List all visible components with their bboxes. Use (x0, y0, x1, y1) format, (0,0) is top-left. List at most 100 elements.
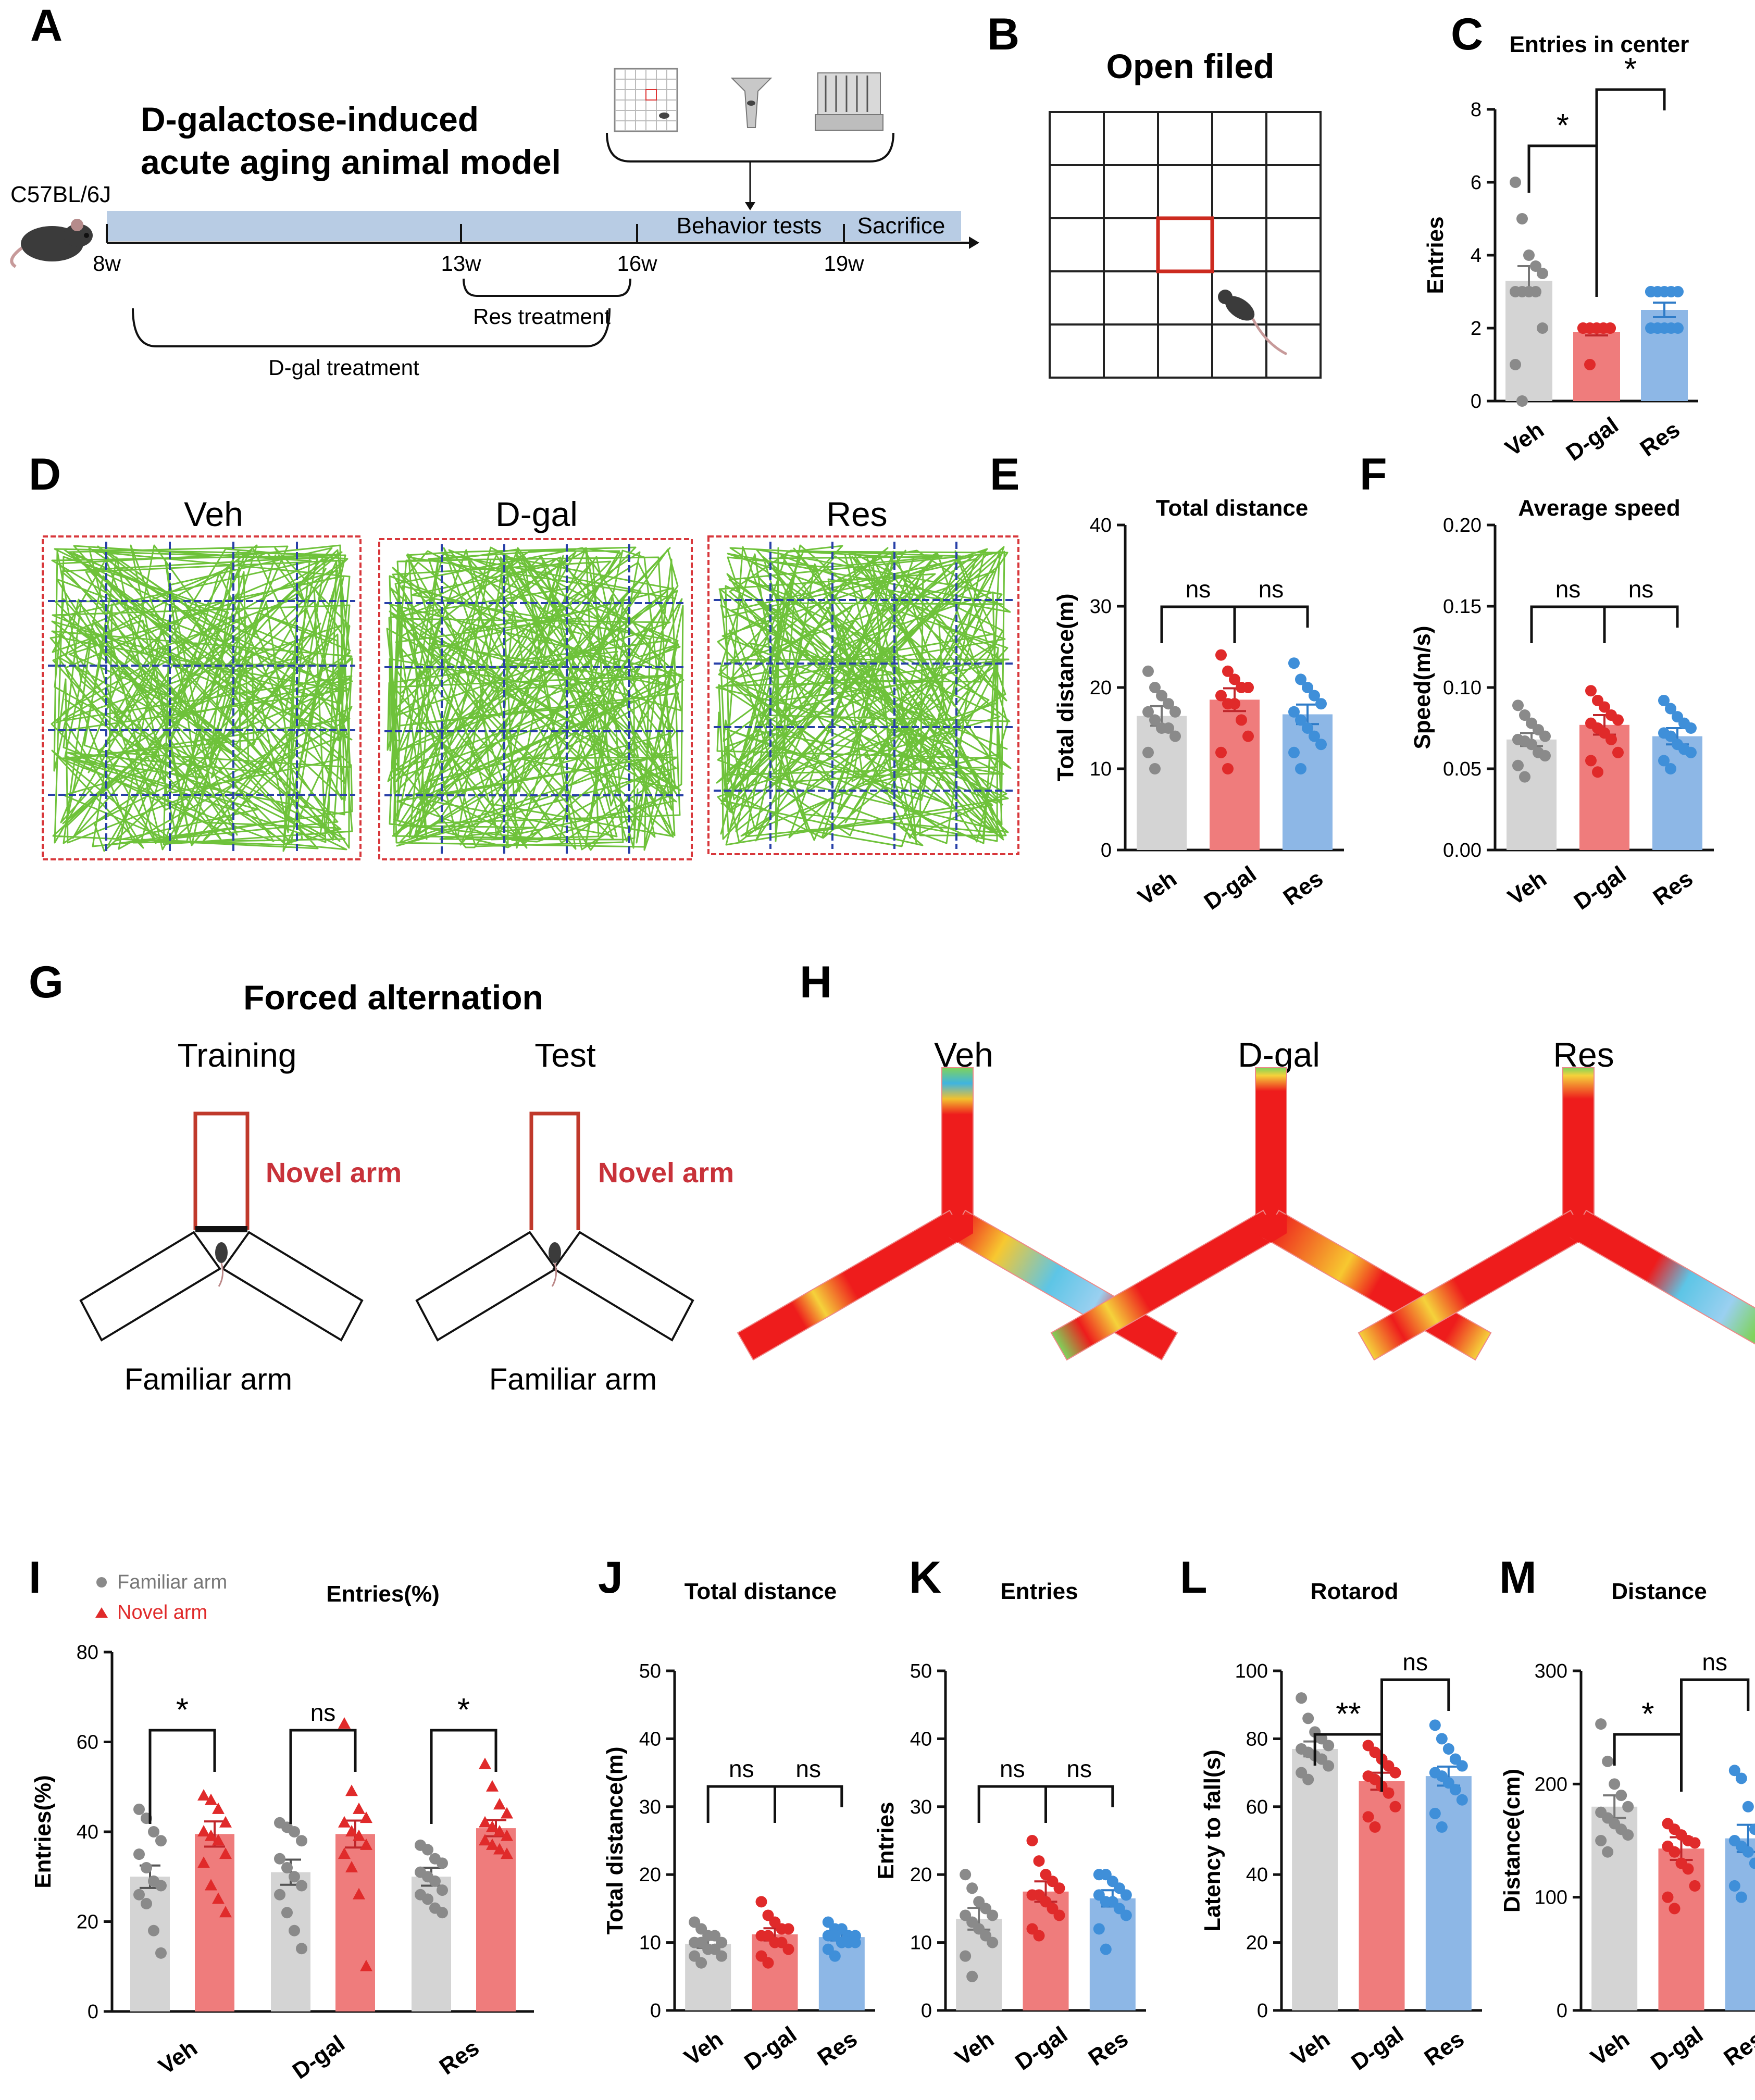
data-point (1456, 1760, 1468, 1772)
test-label: Test (534, 1036, 596, 1074)
data-point (1530, 286, 1541, 297)
data-point (133, 1803, 145, 1815)
y-axis-label: Entries (873, 1802, 899, 1879)
data-point (1539, 730, 1551, 742)
significance-bracket (1530, 605, 1606, 643)
data-point (155, 1880, 167, 1892)
data-point (1169, 706, 1181, 718)
significance-bracket (1603, 605, 1679, 643)
data-point (1026, 1835, 1038, 1846)
significance-bracket (289, 1729, 357, 1824)
bar-novel-arm (195, 1834, 234, 2011)
significance-label: ns (1259, 576, 1284, 603)
data-point (141, 1862, 152, 1873)
x-category-label: Res (1719, 2026, 1755, 2071)
data-point (1602, 1755, 1614, 1767)
data-point (1645, 286, 1657, 297)
data-point (1215, 746, 1227, 758)
data-point (148, 1924, 159, 1936)
x-category-label: Res (1420, 2026, 1468, 2071)
data-point (1622, 1801, 1634, 1813)
data-point (155, 1947, 167, 1959)
panel-letter-d: D (29, 449, 61, 499)
heat-center (1563, 1215, 1594, 1243)
significance-bracket (430, 1729, 497, 1824)
data-point (1369, 1821, 1381, 1833)
data-point (1685, 746, 1697, 758)
data-point (1605, 733, 1617, 745)
significance-bracket (148, 1729, 216, 1824)
significance-label: ns (1066, 1755, 1092, 1782)
heat-arm (1562, 1067, 1595, 1224)
significance-label: ns (1555, 576, 1581, 603)
data-point (1599, 701, 1610, 713)
data-point (205, 1879, 217, 1891)
data-point (437, 1884, 448, 1896)
significance-label: ns (1402, 1648, 1428, 1676)
y-tick-label: 6 (1471, 172, 1482, 194)
data-point (966, 1970, 978, 1982)
data-point (782, 1923, 794, 1935)
data-point (1120, 1909, 1132, 1921)
data-point (1537, 268, 1548, 279)
significance-bracket (1527, 144, 1598, 297)
y-tick-label: 50 (639, 1660, 661, 1682)
bar-d-gal (1210, 699, 1260, 850)
res-bracket (463, 278, 631, 297)
arrow-right-icon (969, 236, 979, 249)
track-label-res: Res (826, 495, 887, 533)
data-point (296, 1943, 307, 1955)
chart-title: Distance (1611, 1579, 1707, 1604)
bar-d-gal (1658, 1848, 1704, 2010)
data-point (353, 1802, 365, 1814)
y-tick-label: 40 (1090, 515, 1112, 536)
data-point (133, 1848, 145, 1860)
tick-19w: 19w (824, 251, 864, 276)
significance-bracket (1160, 605, 1236, 643)
data-point (1665, 703, 1676, 715)
x-category-label: D-gal (288, 2031, 350, 2084)
model-title-line2: acute aging animal model (141, 143, 561, 181)
x-category-label: D-gal (1200, 861, 1261, 915)
data-point (501, 1807, 513, 1819)
data-point (1142, 665, 1154, 677)
data-point (296, 1880, 307, 1892)
data-point (1229, 698, 1240, 710)
data-point (1585, 685, 1597, 697)
data-point (782, 1943, 794, 1955)
y-tick-label: 4 (1471, 245, 1482, 267)
heat-arm (1255, 1067, 1287, 1224)
data-point (281, 1907, 293, 1919)
y-tick-label: 80 (77, 1642, 98, 1664)
y-tick-label: 20 (1246, 1932, 1268, 1954)
data-point (360, 1811, 372, 1823)
panel-letter-k: K (909, 1553, 941, 1603)
data-point (1669, 1846, 1681, 1858)
data-point (219, 1847, 232, 1859)
panel-d: D Veh D-gal Res (29, 449, 1019, 860)
rotarod-apparatus-icon (815, 72, 883, 131)
data-point (1315, 739, 1327, 751)
y-tick-label: 20 (639, 1864, 661, 1886)
data-point (1033, 1930, 1045, 1942)
x-category-label: Res (1084, 2026, 1132, 2071)
data-point (1669, 1903, 1681, 1915)
y-axis-label: Total distance(m) (1053, 593, 1078, 781)
data-point (1389, 1801, 1401, 1813)
x-category-label: D-gal (1011, 2022, 1072, 2076)
panel-letter-f: F (1360, 449, 1387, 499)
y-tick-label: 20 (1090, 677, 1112, 699)
legend-marker-novel (95, 1607, 108, 1618)
x-category-label: D-gal (740, 2022, 801, 2076)
y-maze-apparatus-icon (730, 78, 773, 128)
data-point (1530, 260, 1541, 272)
y-tick-label: 0.15 (1443, 596, 1482, 618)
y-tick-label: 80 (1246, 1728, 1268, 1750)
y-tick-label: 8 (1471, 99, 1482, 121)
chart-title: Average speed (1518, 495, 1680, 521)
y-tick-label: 50 (910, 1660, 932, 1682)
significance-label: * (457, 1692, 470, 1728)
data-point (1602, 1846, 1614, 1858)
